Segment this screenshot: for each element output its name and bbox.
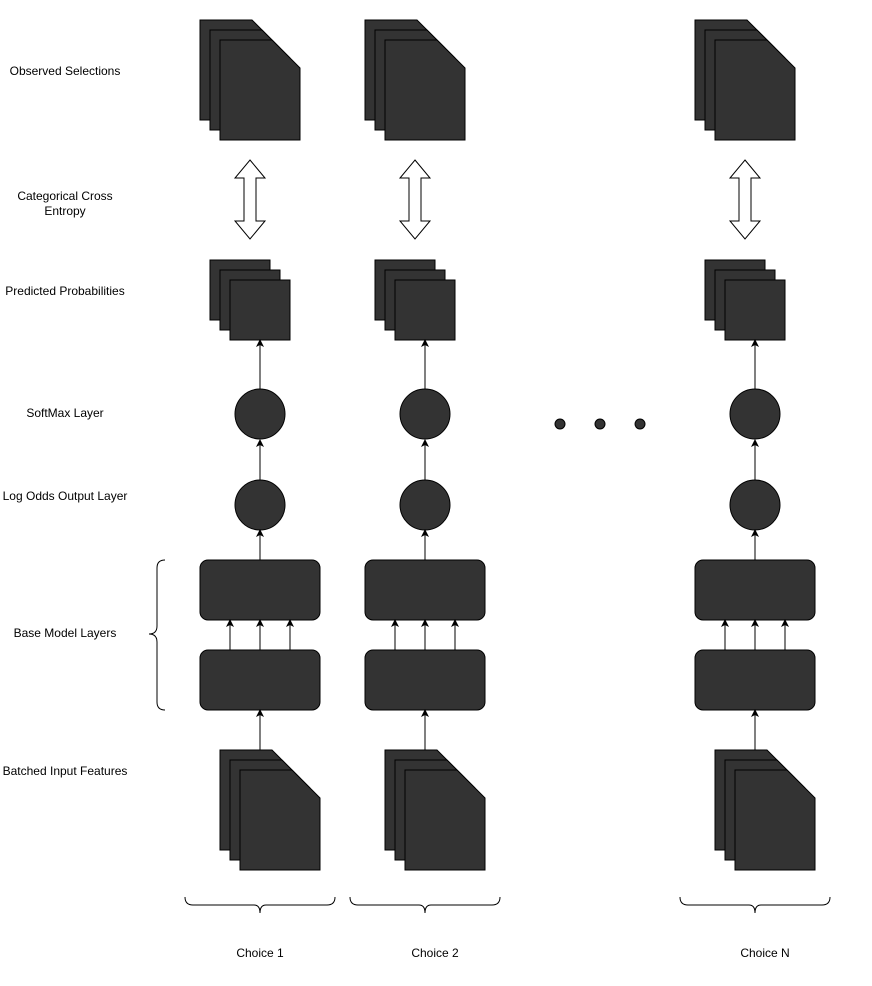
column-choice-n [679, 19, 831, 914]
probability-square-choice-1-3 [229, 279, 291, 341]
probability-square-choice-2-3 [394, 279, 456, 341]
document-icon-input-choice-1-front [239, 769, 321, 871]
base-layer-upper-choice-2 [364, 559, 486, 621]
base-layer-lower-choice-n [694, 649, 816, 711]
row-label-cross-entropy: Categorical Cross Entropy [17, 189, 113, 218]
base-layer-upper-choice-n [694, 559, 816, 621]
base-layer-lower-choice-1 [199, 649, 321, 711]
ellipsis-dot-3 [634, 418, 646, 430]
ellipsis-dot-1 [554, 418, 566, 430]
document-icon-observed-choice-n-front [714, 39, 796, 141]
document-icon-observed-choice-1-front [219, 39, 301, 141]
row-label-base-model-layers: Base Model Layers [13, 626, 117, 640]
row-label-predicted-probabilities: Predicted Probabilities [5, 284, 125, 298]
softmax-node-choice-1 [234, 388, 286, 440]
cross-entropy-double-arrow-choice-n [728, 159, 762, 240]
log-odds-node-choice-n [729, 479, 781, 531]
document-icon-observed-choice-2-front [384, 39, 466, 141]
log-odds-node-choice-2 [399, 479, 451, 531]
column-brace-choice-1 [184, 896, 336, 914]
ellipsis-dot-2 [594, 418, 606, 430]
column-brace-choice-n [679, 896, 831, 914]
row-label-log-odds-output-layer: Log Odds Output Layer [2, 489, 128, 503]
document-icon-input-choice-n-front [734, 769, 816, 871]
cross-entropy-double-arrow-choice-1 [233, 159, 267, 240]
log-odds-node-choice-1 [234, 479, 286, 531]
base-layer-upper-choice-1 [199, 559, 321, 621]
column-choice-2 [349, 19, 501, 914]
column-label-choice-n: Choice N [740, 946, 790, 960]
column-choice-1 [184, 19, 336, 914]
column-brace-choice-2 [349, 896, 501, 914]
base-layer-lower-choice-2 [364, 649, 486, 711]
row-label-observed-selections: Observed Selections [9, 64, 121, 78]
document-icon-input-choice-2-front [404, 769, 486, 871]
row-label-batched-input-features: Batched Input Features [2, 764, 128, 778]
softmax-node-choice-2 [399, 388, 451, 440]
column-label-choice-1: Choice 1 [236, 946, 284, 960]
cross-entropy-double-arrow-choice-2 [398, 159, 432, 240]
row-label-softmax-layer: SoftMax Layer [26, 406, 104, 420]
probability-square-choice-n-3 [724, 279, 786, 341]
base-model-layers-brace [148, 559, 166, 711]
softmax-node-choice-n [729, 388, 781, 440]
column-label-choice-2: Choice 2 [411, 946, 459, 960]
